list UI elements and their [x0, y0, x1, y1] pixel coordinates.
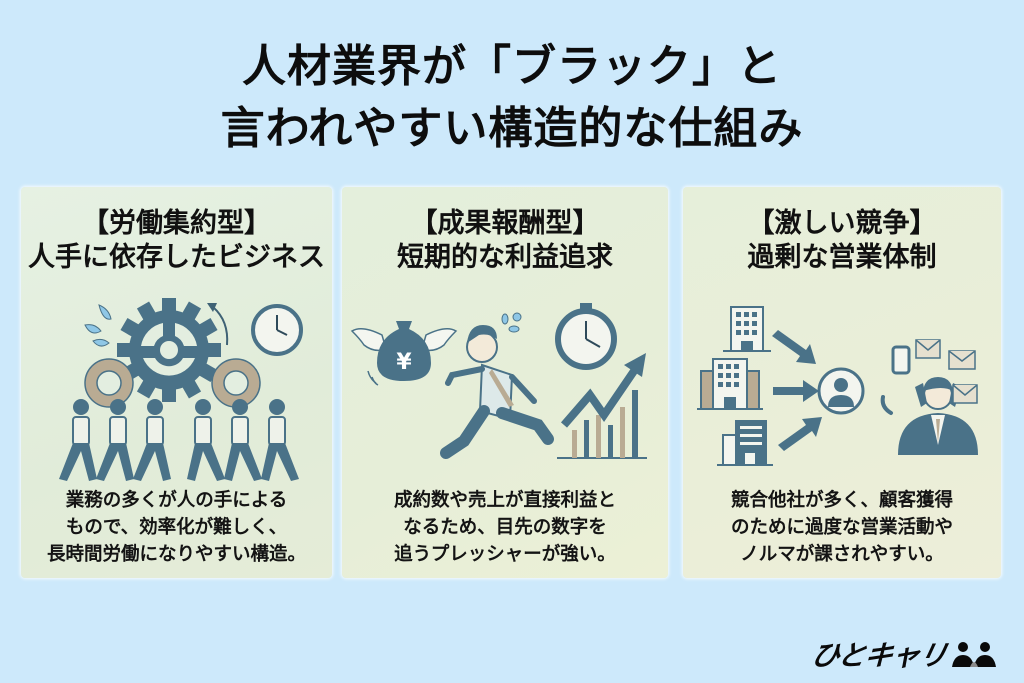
card-description-line: ノルマが課されやすい。: [740, 544, 944, 565]
person-circle-icon: [817, 367, 865, 415]
page-title: 人材業界が「ブラック」と 言われやすい構造的な仕組み: [0, 36, 1024, 160]
two-people-icon: [952, 642, 997, 667]
card-heading-category: 【成果報酬型】: [410, 208, 600, 239]
man-chasing-money-icon: ¥: [342, 295, 668, 485]
card-labor-intensive: 【労働集約型】 人手に依存したビジネス: [21, 187, 332, 578]
stressed-man-icon: [898, 377, 978, 455]
card-description: 業務の多くが人の手による もので、効率化が難しく、 長時間労働になりやすい構造。: [21, 487, 332, 568]
svg-text:¥: ¥: [396, 350, 412, 375]
card-description-line: のために過度な営業活動や: [730, 517, 953, 538]
card-description-line: 成約数や売上が直接利益と: [393, 490, 616, 511]
yen-bag-icon: ¥: [377, 321, 431, 381]
people-pushing-gears-icon: [21, 295, 332, 485]
brand-logo: ひとキャリ: [808, 636, 998, 672]
card-heading: 【激しい競争】 過剰な営業体制: [683, 207, 1001, 275]
card-description: 競合他社が多く、顧客獲得 のために過度な営業活動や ノルマが課されやすい。: [683, 487, 1001, 568]
card-description-line: 競合他社が多く、顧客獲得: [730, 490, 953, 511]
building-icon: [697, 358, 763, 410]
card-description-line: 業務の多くが人の手による: [65, 490, 288, 511]
card-heading-category: 【激しい競争】: [747, 208, 937, 239]
building-icon: [723, 306, 771, 352]
title-line-1: 人材業界が「ブラック」と: [242, 41, 782, 92]
card-description: 成約数や売上が直接利益と なるため、目先の数字を 追うプレッシャーが強い。: [342, 487, 668, 568]
card-heading-subtitle: 短期的な利益追求: [397, 242, 613, 273]
card-description-line: もので、効率化が難しく、: [65, 517, 288, 538]
title-line-2: 言われやすい構造的な仕組み: [220, 103, 804, 154]
card-description-line: 長時間労働になりやすい構造。: [46, 544, 306, 565]
card-heading: 【労働集約型】 人手に依存したビジネス: [21, 207, 332, 275]
card-performance-based: 【成果報酬型】 短期的な利益追求 ¥: [342, 187, 668, 578]
card-heading: 【成果報酬型】 短期的な利益追求: [342, 207, 668, 275]
card-heading-subtitle: 過剰な営業体制: [747, 242, 937, 273]
card-description-line: なるため、目先の数字を: [403, 517, 607, 538]
card-heading-subtitle: 人手に依存したビジネス: [28, 242, 325, 273]
logo-text: ひとキャリ: [808, 639, 950, 672]
card-intense-competition: 【激しい競争】 過剰な営業体制: [683, 187, 1001, 578]
card-heading-category: 【労働集約型】: [82, 208, 271, 239]
competition-sales-icon: [683, 295, 1001, 485]
building-icon: [717, 420, 773, 466]
card-description-line: 追うプレッシャーが強い。: [394, 544, 616, 565]
